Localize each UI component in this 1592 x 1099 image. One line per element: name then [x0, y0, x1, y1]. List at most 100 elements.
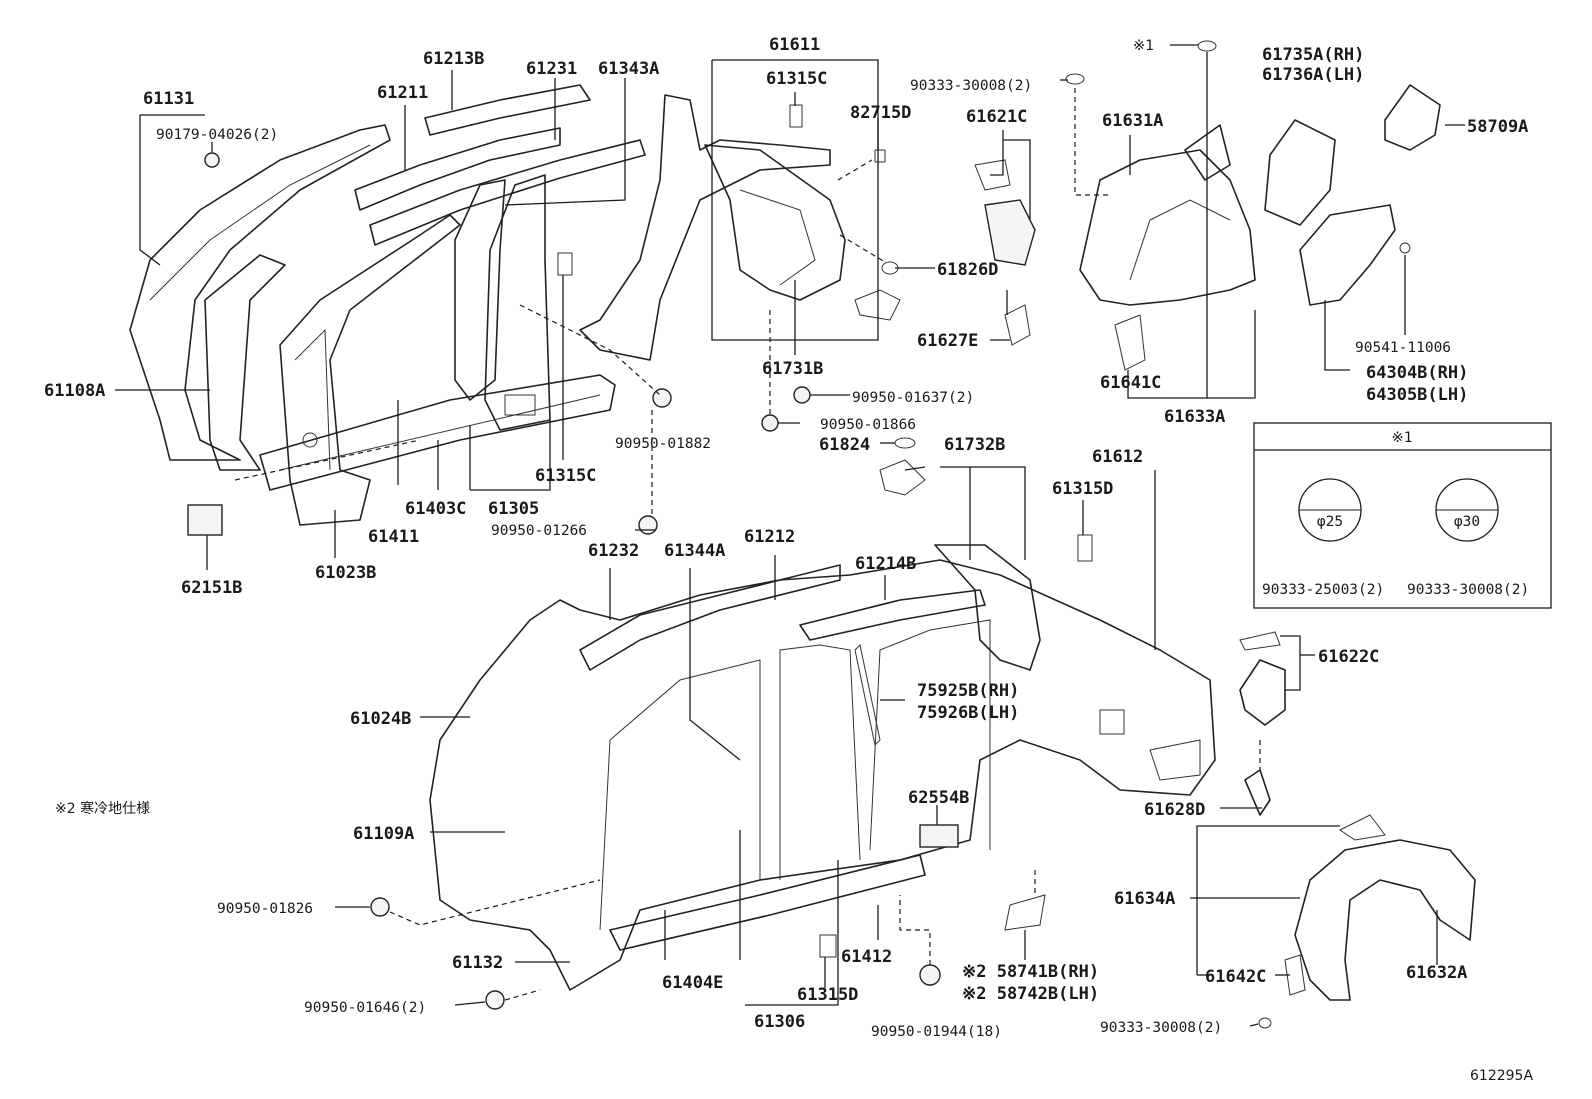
outer-body-side	[429, 559, 1216, 991]
label-61403C: 61403C	[405, 499, 466, 519]
label-61621C: 61621C	[966, 107, 1027, 127]
roof-rail-61231	[369, 139, 646, 246]
label-61315C-mid: 61315C	[535, 466, 596, 486]
rear-inner-61611	[704, 144, 846, 301]
label-61824: 61824	[819, 435, 870, 455]
label-90333-30008-bottom: 90333-30008(2)	[1100, 1020, 1222, 1036]
label-61633A: 61633A	[1164, 407, 1225, 427]
label-62554B: 62554B	[908, 788, 969, 808]
upper-left-body-side	[129, 124, 391, 461]
label-61108A: 61108A	[44, 381, 105, 401]
leader-lines	[115, 44, 1465, 1027]
label-82715D: 82715D	[850, 103, 911, 123]
label-61641C: 61641C	[1100, 373, 1161, 393]
label-90950-01646: 90950-01646(2)	[304, 1000, 426, 1016]
bracket-64304B	[1299, 204, 1396, 306]
label-90950-01882: 90950-01882	[615, 436, 711, 452]
label-64305B: 64305B(LH)	[1366, 385, 1468, 405]
label-61628D: 61628D	[1144, 800, 1205, 820]
plug-90950-01826	[370, 897, 390, 917]
label-61642C: 61642C	[1205, 967, 1266, 987]
bracket-58709A	[1384, 84, 1441, 151]
label-61732B: 61732B	[944, 435, 1005, 455]
label-90541-11006: 90541-11006	[1355, 340, 1451, 356]
label-61622C: 61622C	[1318, 647, 1379, 667]
label-61231: 61231	[526, 59, 577, 79]
center-pillar-61343A	[484, 174, 551, 431]
pad-62151B	[187, 504, 223, 536]
rear-wheelhouse-upper	[1079, 149, 1256, 306]
label-61627E: 61627E	[917, 331, 978, 351]
label-61611: 61611	[769, 35, 820, 55]
label-61315C-top: 61315C	[766, 69, 827, 89]
part-labels: 61131 90179-04026(2) 61213B 61231 61343A…	[44, 35, 1528, 1040]
rear-wheelhouse-lower	[1294, 839, 1476, 1001]
legend-diameter-right: φ30	[1454, 514, 1480, 530]
label-61023B: 61023B	[315, 563, 376, 583]
label-90950-01637: 90950-01637(2)	[852, 390, 974, 406]
legend-box: ※1 φ25 φ30 90333-25003(2) 90333-30008(2)	[1253, 422, 1552, 609]
label-90179-04026: 90179-04026(2)	[156, 127, 278, 143]
label-61109A: 61109A	[353, 824, 414, 844]
cold-climate-note: ※2 寒冷地仕様	[55, 800, 150, 817]
label-61211: 61211	[377, 83, 428, 103]
roof-rail-61213B	[424, 84, 591, 136]
label-61411: 61411	[368, 527, 419, 547]
part-outlines	[129, 40, 1476, 1029]
legend-diameter-left: φ25	[1317, 514, 1343, 530]
roof-rail-61214B	[799, 589, 986, 641]
legend-part-left: 90333-25003(2)	[1262, 582, 1384, 598]
roof-rail-61232	[579, 564, 841, 671]
label-61731B: 61731B	[762, 359, 823, 379]
rear-quarter-upper	[579, 94, 831, 361]
label-61232: 61232	[588, 541, 639, 561]
label-61634A: 61634A	[1114, 889, 1175, 909]
plug-90950-01944	[919, 964, 941, 986]
label-58742B: ※2 58742B(LH)	[962, 984, 1099, 1004]
plug-90950-01266	[638, 515, 658, 535]
label-61404E: 61404E	[662, 973, 723, 993]
label-61631A: 61631A	[1102, 111, 1163, 131]
upper-left-front-pillar	[279, 214, 461, 526]
label-61344A: 61344A	[664, 541, 725, 561]
label-61632A: 61632A	[1406, 963, 1467, 983]
label-61826D: 61826D	[937, 260, 998, 280]
label-90950-01866: 90950-01866	[820, 417, 916, 433]
dashed-guides	[234, 88, 1261, 1001]
label-61736A: 61736A(LH)	[1262, 65, 1364, 85]
label-61315D-right: 61315D	[1052, 479, 1113, 499]
rocker-lower	[609, 854, 926, 951]
label-62151B: 62151B	[181, 578, 242, 598]
label-75926B: 75926B(LH)	[917, 703, 1019, 723]
label-61306: 61306	[754, 1012, 805, 1032]
label-61024B: 61024B	[350, 709, 411, 729]
label-90950-01266: 90950-01266	[491, 523, 587, 539]
clip-90179	[204, 152, 220, 168]
bracket-61735A	[1264, 119, 1336, 226]
label-75925B: 75925B(RH)	[917, 681, 1019, 701]
plug-90950-01637	[793, 386, 811, 404]
pad-58741B	[1004, 894, 1046, 931]
rear-inner-61732B	[934, 544, 1041, 671]
label-61315D-bottom: 61315D	[797, 985, 858, 1005]
roof-rail-61211	[354, 127, 561, 211]
label-61305: 61305	[488, 499, 539, 519]
label-61213B: 61213B	[423, 49, 484, 69]
label-61214B: 61214B	[855, 554, 916, 574]
center-pillar-upper	[454, 179, 506, 401]
label-61412: 61412	[841, 947, 892, 967]
rear-inner-61633A	[1184, 124, 1231, 181]
plug-90950-01646	[485, 990, 505, 1010]
label-61132: 61132	[452, 953, 503, 973]
label-64304B: 64304B(RH)	[1366, 363, 1468, 383]
plug-61824	[894, 437, 916, 449]
label-61343A: 61343A	[598, 59, 659, 79]
rocker-upper	[259, 374, 616, 491]
label-90950-01944: 90950-01944(18)	[871, 1024, 1002, 1040]
label-90333-30008-top: 90333-30008(2)	[910, 78, 1032, 94]
legend-part-right: 90333-30008(2)	[1407, 582, 1529, 598]
label-61612: 61612	[1092, 447, 1143, 467]
label-61131: 61131	[143, 89, 194, 109]
plug-90950-01866	[761, 414, 779, 432]
